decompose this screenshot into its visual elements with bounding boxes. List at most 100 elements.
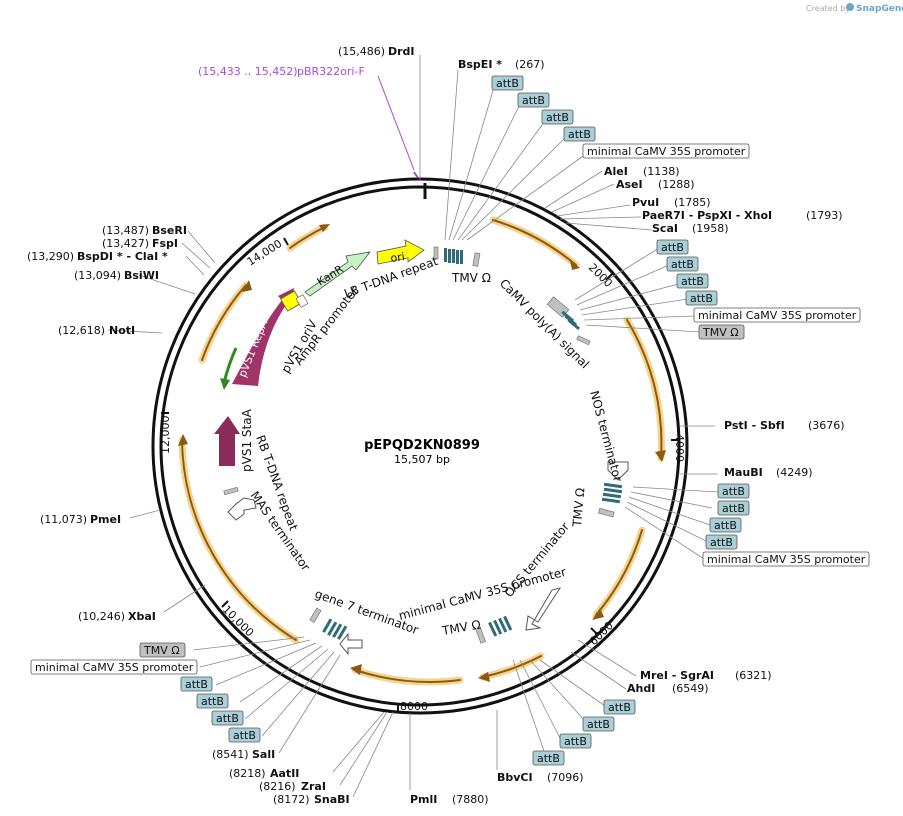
arc-arrowheads bbox=[178, 224, 666, 682]
svg-text:minimal CaMV 35S promoter: minimal CaMV 35S promoter bbox=[698, 309, 857, 322]
svg-text:XbaI: XbaI bbox=[128, 610, 156, 623]
site-MreI-SgrAI: MreI - SgrAI(6321) bbox=[640, 669, 772, 682]
credit-brand: SnapGene bbox=[856, 4, 903, 14]
primer-leader bbox=[377, 75, 415, 171]
leader-lines bbox=[107, 55, 719, 798]
svg-text:BbvCI: BbvCI bbox=[497, 771, 533, 784]
svg-text:attB: attB bbox=[546, 111, 569, 124]
attB-marks-right-lower bbox=[598, 482, 623, 518]
attB-tag-right-6: attB bbox=[717, 500, 750, 516]
rb-repeat-mark bbox=[223, 486, 239, 496]
attB-tag-top-1: attB bbox=[491, 75, 524, 91]
svg-text:attB: attB bbox=[185, 678, 208, 691]
attB-tag-right-5: attB bbox=[717, 483, 750, 499]
attB-tag-bottom-3: attB bbox=[559, 733, 592, 749]
svg-text:PaeR7I - PspXI - XhoI: PaeR7I - PspXI - XhoI bbox=[642, 209, 772, 222]
site-BspEI: BspEI * (267) bbox=[458, 58, 545, 71]
attB-tag-left-1: attB bbox=[180, 676, 213, 692]
svg-text:(8216): (8216) bbox=[259, 780, 296, 793]
tick-14000: 14,000 bbox=[245, 237, 289, 269]
attB-tag-bottom-2: attB bbox=[582, 716, 615, 732]
svg-text:(1785): (1785) bbox=[674, 196, 711, 209]
attB-tag-left-4: attB bbox=[228, 727, 261, 743]
svg-text:AleI: AleI bbox=[604, 165, 628, 178]
svg-text:ScaI: ScaI bbox=[652, 222, 678, 235]
svg-text:SalI: SalI bbox=[252, 748, 275, 761]
svg-text:attB: attB bbox=[233, 729, 256, 742]
attB-marks-bottom bbox=[309, 607, 513, 644]
nos-terminator-label: NOS terminator bbox=[587, 389, 625, 483]
svg-text:TMV Ω: TMV Ω bbox=[143, 644, 180, 657]
svg-text:pBR322ori-F: pBR322ori-F bbox=[297, 65, 365, 78]
svg-text:AseI: AseI bbox=[616, 178, 643, 191]
gene7-terminator-arrow bbox=[339, 632, 363, 656]
svg-text:BspDI * - ClaI *: BspDI * - ClaI * bbox=[77, 250, 168, 263]
svg-text:14,000: 14,000 bbox=[245, 237, 285, 268]
nos-terminator-arrow bbox=[607, 461, 629, 481]
svg-text:attB: attB bbox=[722, 502, 745, 515]
attB-tag-left-2: attB bbox=[196, 693, 229, 709]
svg-text:PstI - SbfI: PstI - SbfI bbox=[724, 419, 785, 432]
tmv-tag-left: TMV Ω bbox=[139, 642, 186, 658]
svg-text:BspEI *: BspEI * bbox=[458, 58, 502, 71]
svg-text:AatII: AatII bbox=[270, 767, 299, 780]
svg-text:PmlI: PmlI bbox=[410, 793, 437, 806]
svg-text:minimal CaMV 35S promoter: minimal CaMV 35S promoter bbox=[35, 661, 194, 674]
attB-tag-right-8: attB bbox=[705, 534, 738, 550]
ampr-promoter-mark bbox=[295, 294, 309, 308]
svg-text:attB: attB bbox=[216, 712, 239, 725]
svg-text:(11,073): (11,073) bbox=[40, 513, 87, 526]
svg-text:attB: attB bbox=[681, 275, 704, 288]
svg-text:(8172): (8172) bbox=[273, 793, 310, 806]
attB-tag-right-3: attB bbox=[676, 273, 709, 289]
tmv-tag-right-upper: TMV Ω bbox=[698, 324, 745, 340]
svg-text:SnaBI: SnaBI bbox=[314, 793, 350, 806]
tmv-top-label: TMV Ω bbox=[451, 271, 491, 285]
ocs-terminator-arrow bbox=[525, 587, 562, 631]
svg-text:(8541): (8541) bbox=[212, 748, 249, 761]
attB-tag-left-3: attB bbox=[211, 710, 244, 726]
pvs1-oriv-box bbox=[280, 290, 302, 312]
kanr-arrow bbox=[304, 251, 371, 297]
svg-text:attB: attB bbox=[608, 701, 631, 714]
attB-tag-right-7: attB bbox=[709, 517, 742, 533]
site-AleI: AleI (1138) bbox=[604, 165, 680, 178]
svg-text:(3676): (3676) bbox=[808, 419, 845, 432]
site-XhoI: PaeR7I - PspXI - XhoI(1793) bbox=[642, 209, 843, 222]
pvs1-repa-arrow bbox=[232, 288, 294, 386]
svg-text:(6549): (6549) bbox=[672, 682, 709, 695]
polya-label: CaMV poly(A) signal bbox=[497, 276, 592, 371]
svg-text:(13,094): (13,094) bbox=[74, 269, 121, 282]
credit-prefix: Created by bbox=[806, 4, 850, 13]
site-ZraI: (8216)ZraI bbox=[259, 780, 326, 793]
site-DrdI: (15,486)DrdI bbox=[338, 45, 415, 58]
tick-8000: 8000 bbox=[397, 700, 428, 713]
green-arc-arrowhead bbox=[220, 378, 230, 390]
snapgene-logo-icon bbox=[846, 3, 854, 11]
svg-text:(13,290): (13,290) bbox=[27, 250, 74, 263]
svg-text:BsiWI: BsiWI bbox=[124, 269, 159, 282]
promoter-tag-right-lower: minimal CaMV 35S promoter bbox=[702, 551, 870, 567]
site-NotI: (12,618)NotI bbox=[58, 324, 135, 337]
svg-text:attB: attB bbox=[201, 695, 224, 708]
svg-text:attB: attB bbox=[714, 519, 737, 532]
attB-tag-top-4: attB bbox=[563, 126, 596, 142]
site-SnaBI: (8172) SnaBI bbox=[273, 793, 350, 806]
svg-text:(1138): (1138) bbox=[643, 165, 680, 178]
site-PmeI: (11,073)PmeI bbox=[40, 513, 121, 526]
svg-text:NotI: NotI bbox=[109, 324, 135, 337]
svg-text:(6321): (6321) bbox=[735, 669, 772, 682]
svg-text:minimal CaMV 35S promoter: minimal CaMV 35S promoter bbox=[587, 145, 746, 158]
svg-text:attB: attB bbox=[722, 485, 745, 498]
attB-tag-bottom-4: attB bbox=[532, 750, 565, 766]
primer-arrow bbox=[413, 171, 419, 179]
site-ScaI: ScaI(1958) bbox=[652, 222, 729, 235]
svg-text:attB: attB bbox=[671, 258, 694, 271]
svg-text:(267): (267) bbox=[515, 58, 545, 71]
svg-text:(13,427): (13,427) bbox=[102, 237, 149, 250]
svg-text:(10,246): (10,246) bbox=[78, 610, 125, 623]
promoter-tag-right-upper: minimal CaMV 35S promoter bbox=[693, 307, 861, 323]
svg-text:2000: 2000 bbox=[586, 261, 615, 290]
svg-text:AhdI: AhdI bbox=[627, 682, 655, 695]
svg-text:(4249): (4249) bbox=[776, 466, 813, 479]
